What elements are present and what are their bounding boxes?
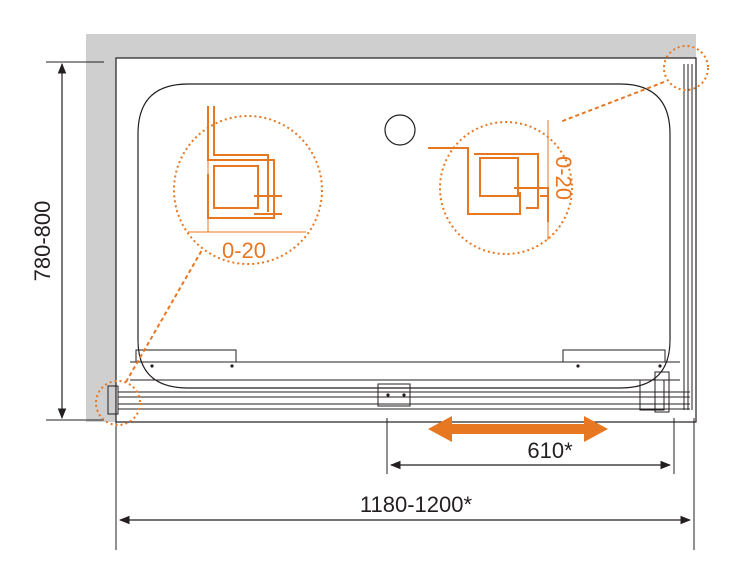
width-dim-label: 1180-1200* [360, 492, 473, 517]
width-dimension: 1180-1200* [115, 418, 695, 550]
door-rails [107, 349, 690, 415]
door-dim-label: 610* [527, 438, 573, 463]
height-dim-label: 780-800 [30, 201, 55, 282]
door-dimension: 610* [386, 418, 675, 474]
side-panel [683, 64, 693, 410]
detail-left: 0-20 [173, 106, 323, 265]
corner-callout-top-right [663, 45, 709, 91]
leader-line-left [125, 249, 203, 383]
wall-corner [86, 34, 696, 422]
corner-callout-bottom-left [95, 380, 141, 426]
detail-right-gap-label: 0-20 [551, 156, 576, 200]
detail-left-gap-label: 0-20 [222, 238, 266, 263]
sliding-direction-arrow [428, 416, 608, 442]
rail-screws [150, 364, 662, 397]
height-dimension: 780-800 [30, 61, 104, 421]
drain-icon [384, 114, 416, 146]
detail-right: 0-20 [428, 120, 576, 255]
leader-line-right [559, 81, 665, 123]
